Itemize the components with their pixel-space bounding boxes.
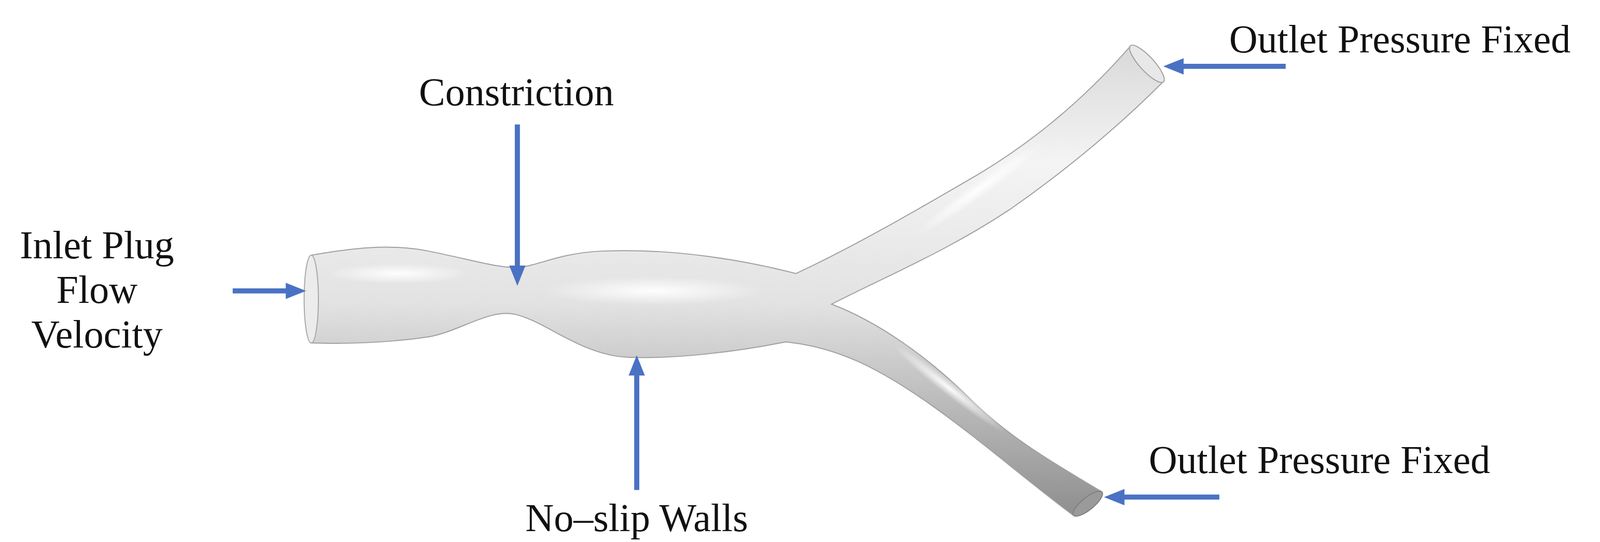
pointer-arrow	[1169, 63, 1286, 69]
inlet-face	[304, 255, 319, 343]
outlet-face	[1125, 40, 1169, 87]
outlet-face	[1069, 487, 1106, 521]
vessel-highlight	[908, 134, 1051, 244]
vessel-highlight	[540, 276, 766, 305]
pointer-arrow	[514, 124, 521, 280]
callout-label: Constriction	[418, 72, 614, 112]
inlet-label: Inlet Plug Flow Velocity	[3, 222, 191, 357]
pointer-arrow	[1110, 494, 1220, 500]
outlet-label: Outlet Pressure Fixed	[1229, 19, 1571, 59]
outlet-label: Outlet Pressure Fixed	[1148, 439, 1491, 480]
pointer-arrow	[232, 288, 301, 294]
vessel-highlight	[888, 338, 1010, 438]
vessel-highlight	[326, 263, 470, 284]
pointer-arrow	[634, 361, 640, 490]
vessel-body	[311, 46, 1163, 516]
wall-label: No–slip Walls	[525, 497, 749, 538]
